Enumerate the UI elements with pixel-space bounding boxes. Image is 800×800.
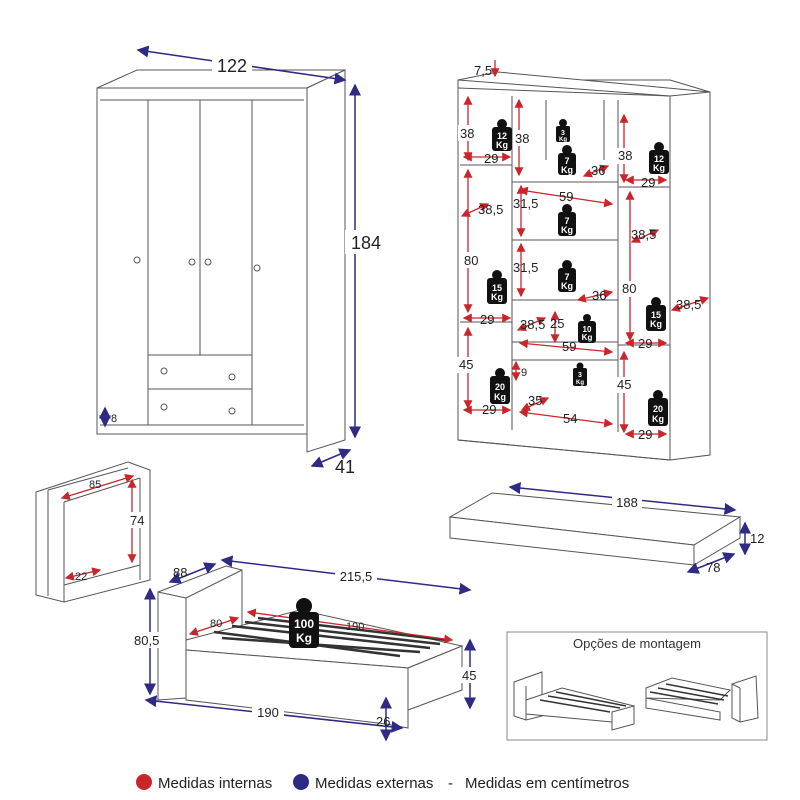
- kg-unit: Kg: [653, 163, 665, 173]
- right-mid-w: 29: [638, 336, 652, 351]
- center-shelf2-h: 31,5: [513, 260, 538, 275]
- kg-value: 15: [492, 283, 502, 293]
- kg-value: 15: [651, 310, 661, 320]
- weight-icon: 3 Kg: [556, 119, 570, 143]
- weight-icon: 12 Kg: [492, 119, 512, 151]
- mattress-height: 12: [750, 531, 764, 546]
- kg-unit: Kg: [650, 319, 662, 329]
- weight-icon: 12 Kg: [649, 142, 669, 174]
- kg-value: 3: [578, 372, 582, 379]
- left-mid-h: 80: [464, 253, 478, 268]
- headboard-width: 85: [89, 479, 101, 491]
- right-mid-depth: 38,5: [631, 227, 656, 242]
- right-bot-h: 45: [617, 377, 631, 392]
- legend-separator: -: [448, 775, 453, 792]
- kg-value: 20: [653, 404, 663, 414]
- weight-icon: 15 Kg: [646, 297, 666, 331]
- legend-internal-dot: [136, 774, 152, 790]
- center-bot-depth: 35: [528, 393, 542, 408]
- center-top-h: 38: [515, 131, 529, 146]
- wardrobe-front: [96, 69, 346, 453]
- kg-unit: Kg: [561, 225, 573, 235]
- legend-external-label: Medidas externas: [315, 775, 433, 792]
- kg-value: 7: [564, 272, 569, 282]
- kg-value: 10: [583, 325, 592, 334]
- mattress-length: 188: [616, 495, 638, 510]
- mattress: [448, 492, 742, 566]
- bed-outer-length: 190: [257, 705, 279, 720]
- kg-unit: Kg: [494, 392, 506, 402]
- headboard-depth: 22: [75, 571, 87, 583]
- kg-value: 3: [561, 130, 565, 137]
- kg-value: 12: [497, 131, 507, 141]
- kg-unit: Kg: [582, 333, 593, 342]
- kg-value: 100: [294, 617, 314, 631]
- center-w: 59: [559, 189, 573, 204]
- right-bot-w: 29: [638, 427, 652, 442]
- left-top-h: 38: [460, 126, 474, 141]
- weight-icon: 100 Kg: [289, 598, 319, 648]
- center-drawer-w: 59: [562, 339, 576, 354]
- weight-icon: 20 Kg: [648, 390, 668, 426]
- weight-icon: 20 Kg: [490, 368, 510, 404]
- bed-head-height: 80,5: [134, 633, 159, 648]
- weight-icon: 3 Kg: [573, 362, 587, 386]
- weight-icon: 7 Kg: [558, 260, 576, 292]
- center-small-h: 9: [521, 367, 527, 379]
- kg-value: 20: [495, 382, 505, 392]
- right-top-h: 38: [618, 148, 632, 163]
- kg-unit: Kg: [496, 140, 508, 150]
- wardrobe-plinth: 8: [111, 413, 117, 425]
- right-top-w: 29: [641, 175, 655, 190]
- kg-value: 12: [654, 154, 664, 164]
- weight-icon: 15 Kg: [487, 270, 507, 304]
- left-bot-w: 29: [482, 402, 496, 417]
- kg-unit: Kg: [576, 380, 584, 386]
- weight-icon: 7 Kg: [558, 204, 576, 236]
- legend-internal-label: Medidas internas: [158, 775, 272, 792]
- wardrobe-depth: 41: [335, 457, 355, 477]
- wardrobe-height: 184: [351, 233, 381, 253]
- legend-units: Medidas em centímetros: [465, 775, 629, 792]
- center-top-depth: 36: [591, 163, 605, 178]
- assembly-title: Opções de montagem: [573, 636, 701, 651]
- center-shelf2-depth: 36: [592, 288, 606, 303]
- legend: Medidas internas Medidas externas - Medi…: [136, 774, 629, 792]
- legend-external-dot: [293, 774, 309, 790]
- bed-leg-height: 26: [376, 714, 390, 729]
- bed-length: 215,5: [340, 569, 373, 584]
- center-bot-w: 54: [563, 411, 577, 426]
- center-drawer-depth: 38,5: [520, 317, 545, 332]
- side-depth: 38,5: [676, 297, 701, 312]
- assembly-options: Opções de montagem: [506, 631, 768, 741]
- mattress-width: 78: [706, 560, 720, 575]
- bed-head-width: 88: [173, 565, 187, 580]
- bed-inner-width: 80: [210, 618, 222, 630]
- left-bot-h: 45: [459, 357, 473, 372]
- kg-unit: Kg: [491, 292, 503, 302]
- kg-unit: Kg: [652, 414, 664, 424]
- kg-unit: Kg: [561, 281, 573, 291]
- right-mid-h: 80: [622, 281, 636, 296]
- weight-icon: 10 Kg: [578, 314, 596, 343]
- bed-inner-length: 190: [346, 621, 364, 633]
- wardrobe-width: 122: [217, 56, 247, 76]
- left-mid-depth: 38,5: [478, 202, 503, 217]
- kg-unit: Kg: [559, 137, 567, 143]
- left-mid-w: 29: [480, 312, 494, 327]
- kg-unit: Kg: [296, 631, 312, 645]
- center-shelf1-h: 31,5: [513, 196, 538, 211]
- inside-top-gap: 7,5: [474, 63, 492, 78]
- weight-icon: 7 Kg: [558, 145, 576, 175]
- left-top-w: 29: [484, 151, 498, 166]
- kg-value: 7: [564, 216, 569, 226]
- kg-unit: Kg: [561, 165, 573, 175]
- kg-value: 7: [564, 156, 569, 166]
- center-drawer-h: 25: [550, 316, 564, 331]
- bed-side-height: 45: [462, 668, 476, 683]
- headboard-height: 74: [130, 513, 144, 528]
